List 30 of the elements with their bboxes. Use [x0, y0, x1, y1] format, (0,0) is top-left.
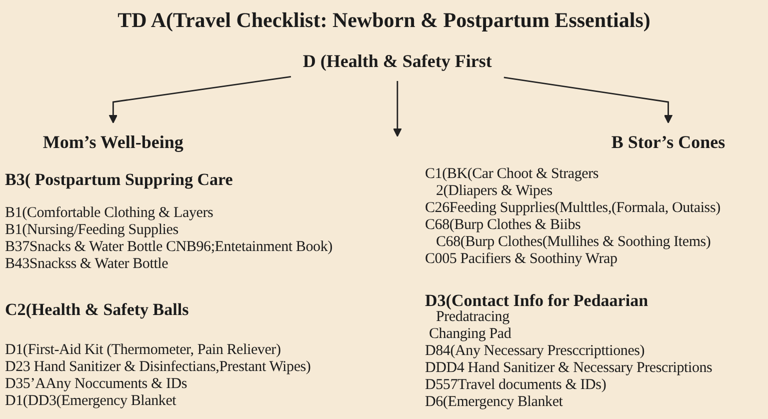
heading-label: B Stor’s Cones: [611, 132, 726, 152]
checklist-item: Changing Pad: [429, 326, 512, 343]
section-heading: B3( Postpartum Suppring Care: [5, 170, 233, 190]
checklist-item: 2(Dliapers & Wipes: [436, 183, 552, 200]
checklist-item: D557Travel documents & IDs): [425, 377, 606, 394]
section-heading: C2(Health & Safety Balls: [5, 300, 189, 320]
checklist-item: D23 Hand Sanitizer & Disinfectians,Prestant Wipes): [5, 359, 311, 376]
checklist-item: D1(DD3(Emergency Blanket: [5, 393, 176, 410]
title: TD A(Travel Checklist: Newborn & Postpartum Essentials): [116, 8, 652, 32]
checklist-item: B1(Comfortable Clothing & Layers: [5, 205, 214, 222]
arrow: [393, 81, 402, 137]
checklist-item: Predatracing: [436, 309, 510, 326]
checklist-item: B1(Nursing/Feeding Supplies: [5, 222, 178, 239]
checklist-item: C1(BK(Car Choot & Stragers: [425, 166, 599, 183]
arrow: [108, 76, 292, 124]
heading-label: D (Health & Safety First: [302, 51, 492, 71]
arrow: [504, 76, 673, 124]
checklist-item: D35’AAny Noccuments & IDs: [5, 376, 188, 393]
heading-label: Mom’s Well-being: [42, 132, 184, 152]
checklist-item: B43Snackss & Water Bottle: [5, 256, 168, 273]
checklist-item: C26Feeding Supprlies(Multtles,(Formala, Outaiss): [425, 200, 720, 217]
checklist-item: C68(Burp Clothes(Mullihes & Soothing Items): [436, 234, 711, 251]
checklist-item: D1(First-Aid Kit (Thermometer, Pain Reliever): [5, 342, 281, 359]
checklist-item: B37Snacks & Water Bottle CNB96;Entetainment Book): [5, 239, 332, 256]
checklist-item: C005 Pacifiers & Soothiny Wrap: [425, 251, 618, 268]
checklist-item: D84(Any Necessary Presccripttiones): [425, 343, 645, 360]
checklist-item: C68(Burp Clothes & Biibs: [425, 217, 581, 234]
checklist-item: DDD4 Hand Sanitizer & Necessary Prescriptions: [425, 360, 712, 377]
checklist-item: D6(Emergency Blanket: [425, 394, 563, 411]
section-heading: D3(Contact Info for Pedaarian: [425, 291, 648, 310]
